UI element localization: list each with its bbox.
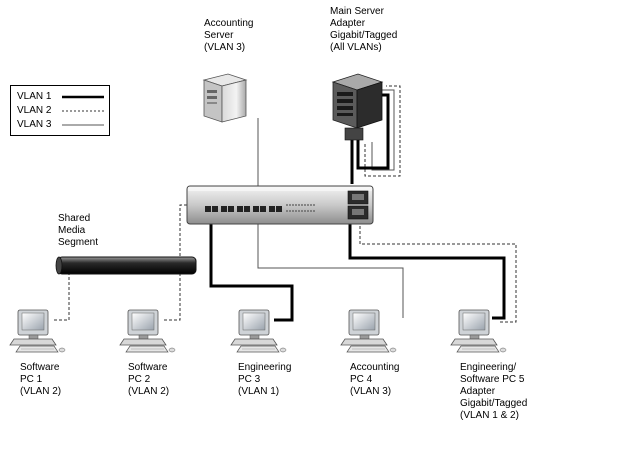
main-server-label: Main Server Adapter Gigabit/Tagged (All … [330,6,398,53]
switch [186,185,374,225]
pc4-label: Accounting PC 4 (VLAN 3) [350,362,400,397]
accounting-server-label: Accounting Server (VLAN 3) [204,18,254,53]
pc2-computer [119,309,176,353]
vlan2-links [52,85,517,323]
legend-vlan3-label: VLAN 3 [17,119,52,130]
main-server [331,73,384,141]
shared-media-segment-label: Shared Media Segment [58,213,99,248]
pc1-computer [9,309,66,353]
pc2-label: Software PC 2 (VLAN 2) [128,362,170,397]
pc4-computer [340,309,397,353]
legend: VLAN 1 VLAN 2 VLAN 3 [10,85,110,136]
pc5-computer [450,309,507,353]
pc5-label: Engineering/ Software PC 5 Adapter Gigab… [460,362,528,421]
legend-vlan1-label: VLAN 1 [17,91,52,102]
legend-vlan2-label: VLAN 2 [17,105,52,116]
shared-media-segment [55,256,197,275]
vlan3-links [257,89,404,318]
pc3-label: Engineering PC 3 (VLAN 1) [238,362,292,397]
pc3-computer [230,309,287,353]
accounting-server [202,73,248,123]
pc1-label: Software PC 1 (VLAN 2) [20,362,62,397]
vlan1-links [209,93,506,322]
legend-lines [62,95,104,126]
